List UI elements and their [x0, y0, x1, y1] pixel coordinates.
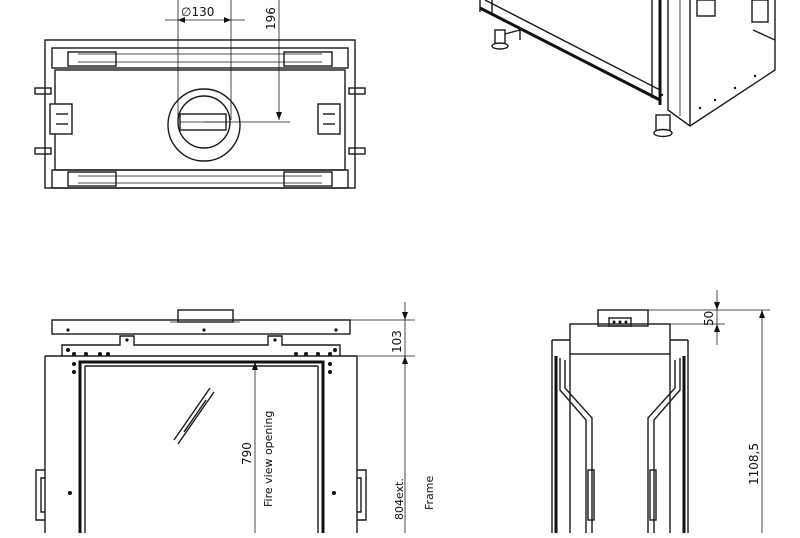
front-view-glass-opening — [78, 360, 325, 538]
side-top-offset-label: 50 — [702, 311, 716, 326]
flue-collar-outer — [167, 88, 241, 162]
front-view: 103 790 Fire view opening 804ext. Frame — [35, 302, 436, 538]
front-view-handle-left — [35, 469, 45, 521]
front-view-handle-right — [357, 469, 367, 521]
flue-offset-label: 196 — [264, 7, 278, 30]
top-view-bracket-left — [67, 51, 117, 67]
side-view-top-box — [569, 323, 671, 355]
top-view-handle-left — [49, 103, 73, 135]
isometric-view — [479, 0, 776, 138]
front-view-top-plate — [51, 319, 351, 335]
glass-reflection-1 — [173, 387, 211, 441]
top-height-label: 103 — [390, 330, 404, 353]
iso-handle — [696, 0, 716, 17]
frame-value: 804ext. — [393, 478, 406, 520]
total-height-label: 1108,5 — [747, 443, 761, 485]
fire-view-caption: Fire view opening — [262, 411, 275, 507]
side-view-right-panel — [653, 358, 681, 533]
top-view-handle-right — [317, 103, 341, 135]
top-view-bracket-right — [283, 51, 333, 67]
fire-view-value: 790 — [240, 442, 254, 465]
frame-caption: Frame — [423, 475, 436, 510]
side-view-left-panel — [559, 358, 587, 533]
iso-side-panel — [667, 0, 776, 127]
top-view-upper-rail — [51, 47, 349, 69]
front-view-top-bracket — [61, 335, 341, 356]
top-view: ∅130 196 — [34, 0, 366, 189]
flue-diameter-label: ∅130 — [181, 5, 214, 19]
side-view: 50 1108,5 — [551, 290, 770, 533]
iso-frame-bottom-edge — [479, 6, 661, 102]
